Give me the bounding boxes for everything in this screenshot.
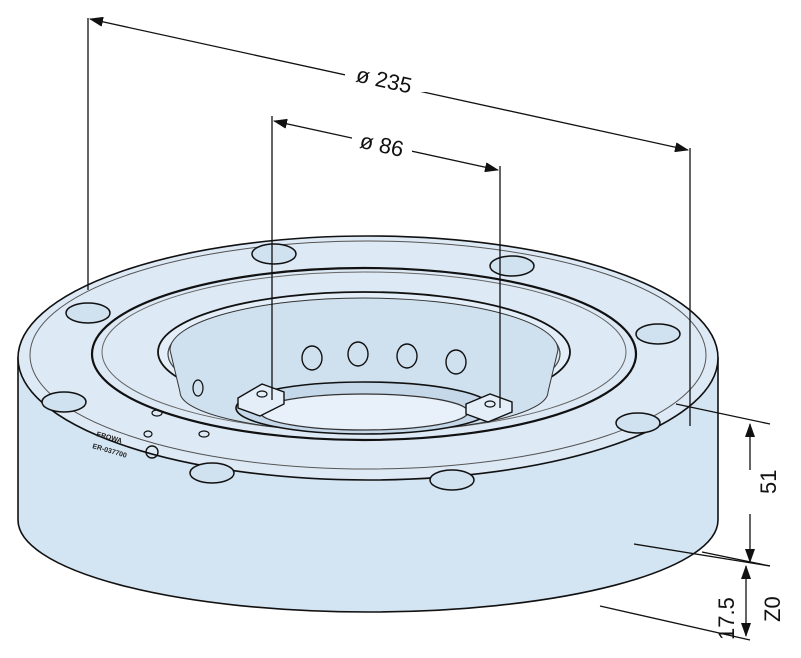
- bore-floor-inner: [259, 393, 469, 431]
- dimension-height-label: 51: [756, 470, 781, 494]
- marking-symbol: [145, 445, 159, 459]
- ring-groove: [90, 266, 638, 442]
- bore-side-hole: [301, 345, 323, 371]
- pin-hole: [198, 430, 210, 438]
- mounting-hole: [65, 302, 111, 324]
- dimension-height: 51: [633, 403, 781, 567]
- ring-body: EROWA ER-037700: [17, 235, 719, 613]
- dimension-offset-label: 17.5: [714, 597, 739, 640]
- dimension-offset: 17.5 Z0: [599, 551, 785, 641]
- mounting-hole: [489, 255, 535, 277]
- mounting-hole: [41, 391, 87, 413]
- ring-chamfer: [29, 240, 707, 470]
- bore-side-hole: [445, 349, 467, 375]
- pin-hole: [151, 409, 163, 417]
- mounting-hole: [251, 243, 297, 265]
- bore-side-hole: [192, 379, 204, 397]
- pin-hole: [143, 430, 153, 438]
- bore-side-hole: [396, 343, 418, 369]
- mounting-hole: [615, 412, 661, 434]
- dimension-reference-label: Z0: [760, 596, 785, 622]
- bore-side-hole: [347, 341, 369, 367]
- mounting-hole: [635, 323, 681, 345]
- mounting-hole: [429, 469, 475, 491]
- mounting-hole: [189, 462, 235, 484]
